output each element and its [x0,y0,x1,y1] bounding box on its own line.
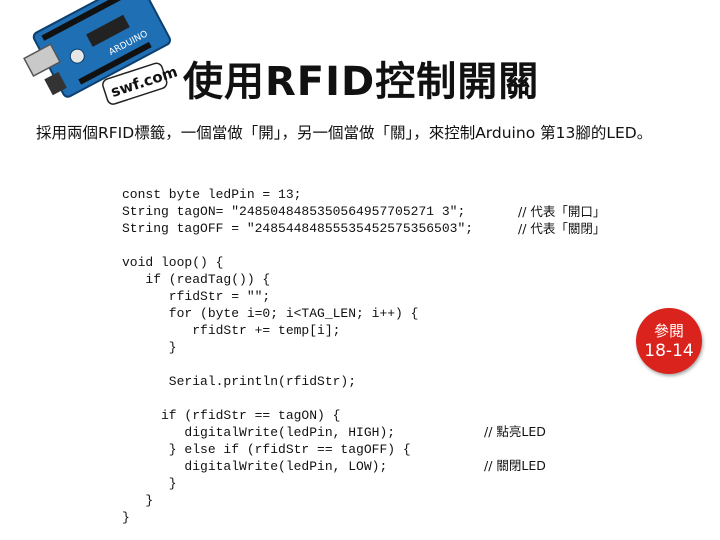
code-declarations: const byte ledPin = 13; String tagON= "2… [122,187,474,236]
arduino-board-logo: ARDUINO swf.com.tw [2,0,205,108]
code-loop: void loop() { if (readTag()) { rfidStr =… [122,255,419,525]
page-title: 使用RFID控制開關 [183,58,540,105]
reference-label: 參閱 [653,321,684,340]
intro-paragraph: 採用兩個RFID標籤，一個當做「開」，另一個當做「關」，來控制Arduino 第… [36,124,653,142]
reference-page: 18-14 [644,340,694,361]
comment-led-low: // 關閉LED [484,458,546,473]
comment-tag-off: // 代表「關閉」 [518,221,606,236]
comment-tag-on: // 代表「開口」 [518,204,606,219]
reference-badge[interactable]: 參閱 18-14 [636,308,702,374]
comment-led-high: // 點亮LED [484,424,546,439]
